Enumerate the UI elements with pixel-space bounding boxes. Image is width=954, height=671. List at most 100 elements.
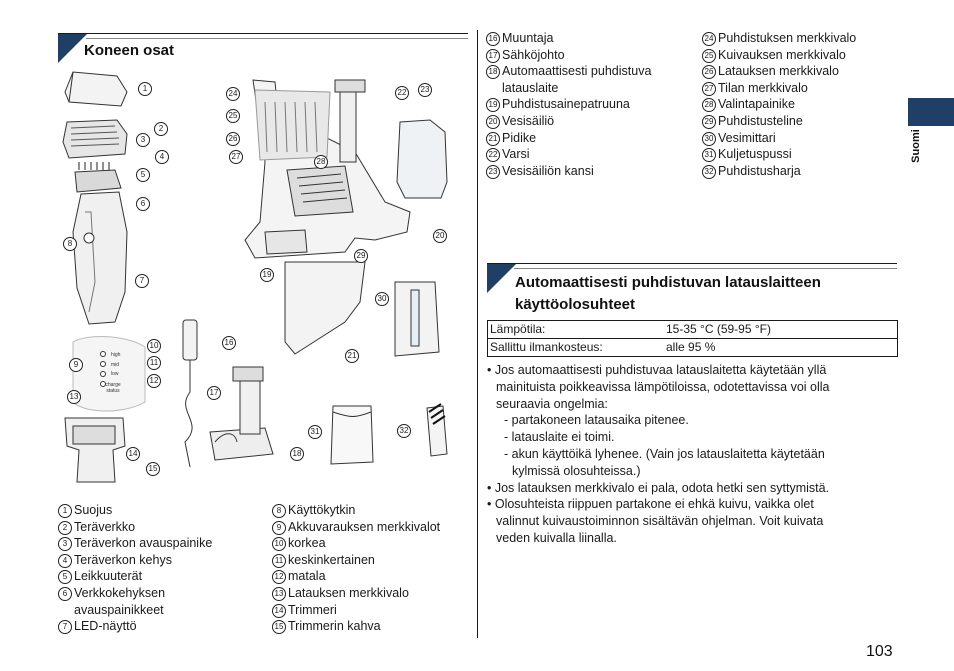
list-item: 8Käyttökytkin: [272, 502, 440, 519]
callout-6: 6: [136, 197, 150, 211]
conditions-notes: • Jos automaattisesti puhdistuvaa lataus…: [487, 362, 899, 547]
adaptor-drawing: [183, 320, 197, 360]
column-divider: [477, 30, 478, 638]
note-line: mainituista poikkeavissa lämpötiloissa, …: [487, 379, 899, 396]
callout-2: 2: [154, 122, 168, 136]
section-rule-conditions-2: [514, 268, 897, 269]
note-line: • Jos automaattisesti puhdistuvaa lataus…: [487, 362, 899, 379]
table-row: Lämpötila:15-35 °C (59-95 °F): [488, 321, 897, 338]
note-line: • Jos latauksen merkkivalo ei pala, odot…: [487, 480, 899, 497]
holder-drawing: [285, 262, 365, 354]
blades-drawing: [75, 170, 121, 192]
callout-18: 18: [290, 447, 304, 461]
note-line: veden kuivalla liinalla.: [487, 530, 899, 547]
callout-12: 12: [147, 374, 161, 388]
callout-3: 3: [136, 133, 150, 147]
note-line: valinnut kuivaustoiminnon sisältävän ohj…: [487, 513, 899, 530]
battery-label-mid: mid: [111, 362, 119, 368]
note-line: • Olosuhteista riippuen partakone ei ehk…: [487, 496, 899, 513]
callout-26: 26: [226, 132, 240, 146]
callout-31: 31: [308, 425, 322, 439]
callout-19: 19: [260, 268, 274, 282]
callout-21: 21: [345, 349, 359, 363]
callout-17: 17: [207, 386, 221, 400]
battery-label-high: high: [111, 352, 120, 358]
conditions-section-title: Automaattisesti puhdistuvan latauslaitte…: [515, 272, 821, 316]
led-panel-drawing: [73, 337, 145, 411]
callout-28: 28: [314, 155, 328, 169]
water-tank-drawing: [397, 120, 447, 198]
note-line: - latauslaite ei toimi.: [487, 429, 899, 446]
callout-13: 13: [67, 390, 81, 404]
list-item-continuation: avauspainikkeet: [58, 602, 212, 619]
section-rule-parts: [58, 33, 468, 34]
callout-7: 7: [135, 274, 149, 288]
page-number: 103: [866, 643, 893, 661]
callout-15: 15: [146, 462, 160, 476]
callout-27: 27: [229, 150, 243, 164]
callout-16: 16: [222, 336, 236, 350]
table-row: Sallittu ilmankosteus:alle 95 %: [488, 338, 897, 356]
callout-32: 32: [397, 424, 411, 438]
section-rule-parts-2: [86, 38, 468, 39]
section-rule-conditions: [487, 263, 897, 264]
callout-11: 11: [147, 356, 161, 370]
callout-24: 24: [226, 87, 240, 101]
language-tab: [908, 98, 954, 126]
callout-14: 14: [126, 447, 140, 461]
callout-29: 29: [354, 249, 368, 263]
conditions-table: Lämpötila:15-35 °C (59-95 °F) Sallittu i…: [487, 320, 898, 357]
list-item: 31Kuljetuspussi: [702, 146, 856, 163]
callout-5: 5: [136, 168, 150, 182]
callout-22: 22: [395, 86, 409, 100]
callout-8: 8: [63, 237, 77, 251]
cap-drawing: [65, 72, 127, 106]
travel-pouch-drawing: [331, 406, 373, 464]
charge-status-label: charge status: [99, 382, 127, 394]
note-line: seuraavia ongelmia:: [487, 396, 899, 413]
cartridge-drawing: [265, 230, 307, 254]
callout-23: 23: [418, 83, 432, 97]
note-line: - partakoneen latausaika pitenee.: [487, 412, 899, 429]
parts-section-title: Koneen osat: [84, 42, 174, 59]
callout-20: 20: [433, 229, 447, 243]
list-item-continuation: latauslaite: [486, 80, 651, 97]
callout-9: 9: [69, 358, 83, 372]
shaver-body-drawing: [73, 192, 127, 324]
callout-10: 10: [147, 339, 161, 353]
language-tab-label: Suomi: [910, 126, 922, 166]
